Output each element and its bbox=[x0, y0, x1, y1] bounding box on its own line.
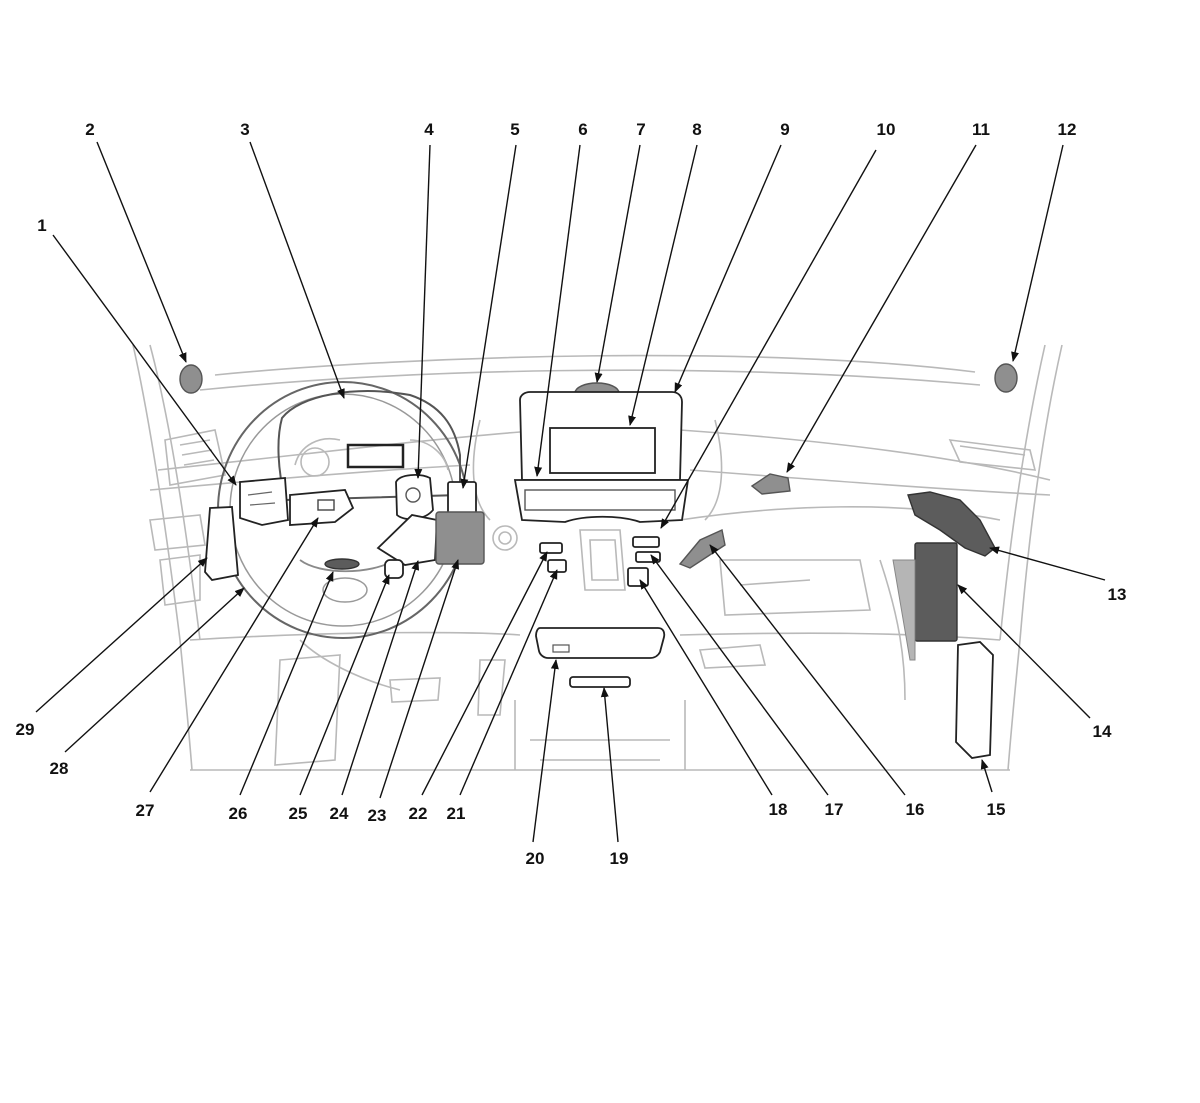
left-fuse-box bbox=[204, 506, 239, 581]
callout-label-3: 3 bbox=[240, 120, 249, 139]
control-unit-14 bbox=[914, 542, 958, 642]
right-climate-button-lower bbox=[627, 567, 649, 587]
callout-label-20: 20 bbox=[526, 849, 545, 868]
callout-label-8: 8 bbox=[692, 120, 701, 139]
callout-label-2: 2 bbox=[85, 120, 94, 139]
callout-label-12: 12 bbox=[1058, 120, 1077, 139]
control-unit-15 bbox=[955, 641, 994, 759]
leader-10 bbox=[660, 149, 877, 529]
right-pillar-speaker bbox=[994, 363, 1018, 393]
passenger-airbag-indicator bbox=[678, 528, 726, 569]
callout-label-26: 26 bbox=[229, 804, 248, 823]
footwell-lamp bbox=[324, 558, 360, 570]
leader-8 bbox=[628, 144, 698, 426]
callout-label-24: 24 bbox=[330, 804, 349, 823]
ignition-switch bbox=[384, 559, 404, 579]
callout-label-6: 6 bbox=[578, 120, 587, 139]
callout-label-1: 1 bbox=[37, 216, 46, 235]
callout-label-27: 27 bbox=[136, 801, 155, 820]
dashboard-outline bbox=[132, 344, 1063, 771]
callout-label-16: 16 bbox=[906, 800, 925, 819]
callout-label-15: 15 bbox=[987, 800, 1006, 819]
callout-label-22: 22 bbox=[409, 804, 428, 823]
callout-label-4: 4 bbox=[424, 120, 434, 139]
highlighted-components bbox=[179, 363, 1018, 759]
callout-label-18: 18 bbox=[769, 800, 788, 819]
leader-7 bbox=[594, 144, 641, 383]
left-steering-switch bbox=[239, 477, 289, 526]
callout-label-14: 14 bbox=[1093, 722, 1112, 741]
callout-label-28: 28 bbox=[50, 759, 69, 778]
leader-22 bbox=[421, 551, 548, 796]
callout-label-9: 9 bbox=[780, 120, 789, 139]
right-climate-button-upper bbox=[632, 536, 660, 548]
leader-23 bbox=[379, 559, 459, 799]
leader-28 bbox=[64, 587, 245, 753]
callout-label-13: 13 bbox=[1108, 585, 1127, 604]
leader-21 bbox=[459, 569, 558, 796]
leader-6 bbox=[534, 144, 581, 477]
callout-label-7: 7 bbox=[636, 120, 645, 139]
right-climate-button-middle bbox=[635, 551, 661, 563]
usb-port bbox=[569, 676, 631, 688]
leader-13 bbox=[989, 546, 1106, 581]
leader-11 bbox=[786, 144, 977, 473]
leader-5 bbox=[460, 144, 517, 489]
leader-19 bbox=[600, 687, 619, 843]
left-climate-button-upper bbox=[539, 542, 563, 554]
callout-labels: 1 2 3 4 5 6 7 8 9 10 11 12 13 14 15 16 1… bbox=[16, 120, 1127, 868]
leader-26 bbox=[239, 571, 334, 796]
leader-18 bbox=[639, 579, 773, 796]
console-panel bbox=[535, 627, 666, 659]
leader-lines bbox=[35, 141, 1106, 843]
leader-16 bbox=[709, 544, 906, 796]
leader-24 bbox=[341, 560, 420, 796]
callout-label-11: 11 bbox=[972, 120, 990, 139]
callout-label-19: 19 bbox=[610, 849, 629, 868]
leader-29 bbox=[35, 557, 208, 713]
callout-label-17: 17 bbox=[825, 800, 844, 819]
leader-1 bbox=[52, 234, 237, 486]
callout-label-25: 25 bbox=[289, 804, 308, 823]
engine-start-button bbox=[447, 481, 477, 517]
leader-15 bbox=[980, 759, 993, 793]
center-display-screen bbox=[549, 427, 656, 474]
callout-label-23: 23 bbox=[368, 806, 387, 825]
leader-17 bbox=[650, 554, 829, 796]
leader-4 bbox=[414, 144, 431, 479]
callout-label-5: 5 bbox=[510, 120, 519, 139]
steering-column-module bbox=[435, 511, 485, 565]
cruise-switch bbox=[289, 489, 355, 526]
callout-label-29: 29 bbox=[16, 720, 35, 739]
leader-2 bbox=[96, 141, 187, 363]
combination-switch bbox=[376, 514, 438, 566]
leader-12 bbox=[1011, 144, 1064, 362]
right-steering-switch bbox=[395, 474, 434, 521]
instrument-cluster bbox=[277, 390, 461, 502]
leader-3 bbox=[249, 141, 345, 399]
leader-9 bbox=[674, 144, 782, 393]
leader-25 bbox=[299, 574, 390, 796]
leader-14 bbox=[957, 584, 1091, 719]
left-pillar-speaker bbox=[179, 364, 203, 394]
audio-control-panel bbox=[513, 479, 690, 523]
callout-label-10: 10 bbox=[877, 120, 896, 139]
solar-sensor bbox=[750, 473, 791, 495]
callout-label-21: 21 bbox=[447, 804, 466, 823]
leader-20 bbox=[532, 659, 559, 843]
leader-27 bbox=[149, 517, 319, 793]
